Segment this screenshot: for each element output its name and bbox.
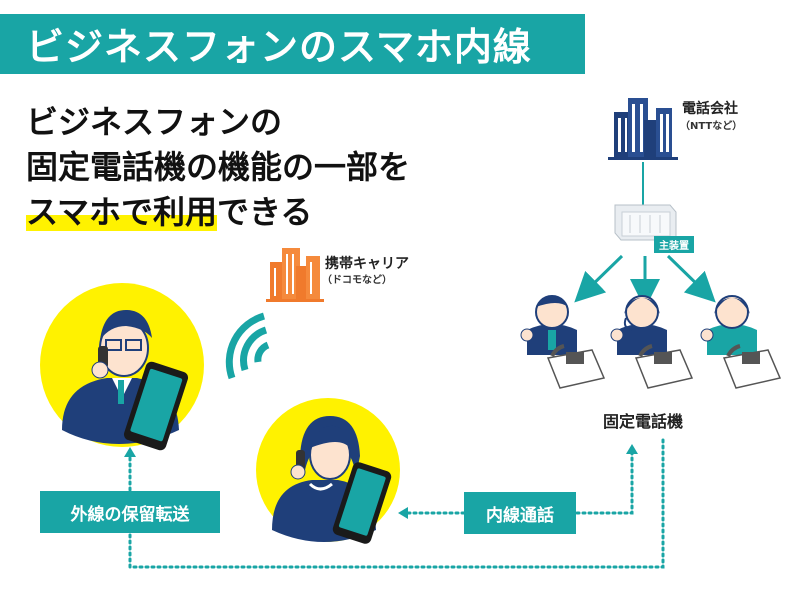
desk-phone-3-icon — [722, 344, 782, 389]
smartphone-1-icon — [123, 361, 189, 451]
main-unit-icon — [614, 204, 677, 241]
signal-waves-icon — [225, 312, 270, 380]
desk-phone-2-icon — [634, 344, 694, 389]
man-smartphone-illustration — [40, 283, 204, 447]
arrow-to-phone-3 — [666, 254, 716, 303]
telco-sub-label: （NTTなど） — [680, 121, 743, 132]
carrier-building-icon — [266, 248, 324, 302]
title-banner: ビジネスフォンのスマホ内線 — [0, 14, 585, 74]
office-worker-3-icon — [700, 295, 757, 355]
headline: ビジネスフォンの 固定電話機の機能の一部を スマホで利用できる — [26, 100, 410, 235]
arrowhead-up-phones — [626, 444, 638, 454]
arrow-to-phone-1 — [574, 254, 624, 303]
headline-line2: 固定電話機の機能の一部を — [26, 148, 411, 186]
desk-phone-1-icon — [546, 344, 606, 389]
headline-highlight: スマホで利用 — [26, 193, 218, 231]
transfer-line-bottom — [128, 438, 665, 569]
telco-label: 電話会社 — [682, 101, 738, 117]
internal-line-phone — [573, 450, 634, 515]
headline-line3: スマホで利用できる — [26, 190, 410, 235]
headline-line1: ビジネスフォンの — [26, 103, 283, 141]
hold-transfer-tag: 外線の保留転送 — [40, 491, 220, 533]
internal-call-tag: 内線通話 — [464, 492, 576, 534]
smartphone-2-icon — [332, 462, 392, 544]
fixed-phones-label: 固定電話機 — [603, 412, 684, 431]
page-title: ビジネスフォンのスマホ内線 — [26, 25, 532, 69]
arrowhead-up-man — [124, 447, 136, 457]
arrowhead-left-woman — [398, 507, 408, 519]
headline-line3-rest: できる — [217, 193, 313, 231]
main-unit-badge: 主装置 — [654, 236, 694, 253]
office-worker-1-icon — [520, 295, 577, 355]
office-worker-2-icon — [610, 295, 667, 355]
carrier-label: 携帯キャリア — [325, 256, 409, 272]
carrier-sub-label: （ドコモなど） — [322, 275, 392, 286]
telco-building-icon — [608, 98, 678, 160]
